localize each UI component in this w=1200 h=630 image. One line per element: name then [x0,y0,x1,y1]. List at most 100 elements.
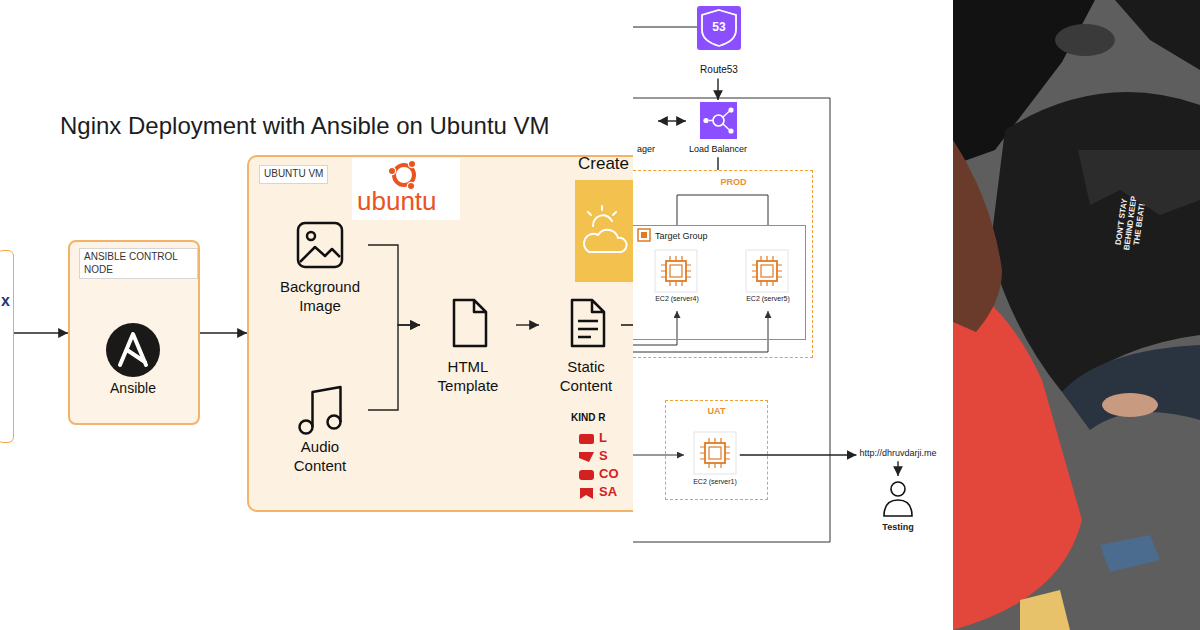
crowd-photo [1100,535,1160,572]
load-balancer-icon [700,102,737,139]
connector-arrow [200,332,247,333]
service-node: Load Balancer [686,100,750,157]
list-icon [580,488,593,499]
ec2-icon [761,265,773,277]
node-label: Testing [882,522,913,533]
crowd-photo [1102,393,1158,417]
route53-icon [702,10,736,46]
service-node: ager [634,113,658,157]
image-icon [300,247,340,262]
list-icon [579,470,594,480]
server-node: EC2 (server5) [743,250,793,306]
crowd-photo [1115,0,1200,70]
crowd-photo [953,140,1002,332]
ansible-logo [106,323,160,377]
node-label: Audio Content [275,438,365,476]
list-item: S [599,449,608,463]
ec2-icon [666,261,686,281]
load-balancer-icon [700,102,737,139]
image-icon [298,223,342,267]
caption-text: Create [578,155,629,174]
panel-fill [247,155,647,512]
panel-fill [68,240,200,425]
connector-arrow [740,454,857,455]
url-text: http://dhruvdarji.me [856,448,939,461]
ec2-icon [694,432,736,474]
image-icon [298,223,342,267]
crowd-photo [953,0,1200,630]
ec2-icon [655,250,697,292]
list-icon [579,434,594,444]
node-label: UBUNTU VM [259,165,328,184]
document-icon [572,300,604,346]
node-label: EC2 (server4) [655,295,699,304]
ec2-icon [705,443,725,463]
environment-box: UATEC2 (server1) [665,400,768,500]
connector-arrow [717,79,718,101]
split-line [677,195,768,225]
target-group-icon [641,232,647,238]
ansible-logo [106,323,160,377]
crowd-photo [953,0,1200,630]
target-group-icon [638,229,650,241]
ec2-icon [709,447,721,459]
file-icon [454,300,486,346]
node-label: http://dhruvdarji.me [859,448,936,459]
environment-box: PRODTarget GroupEC2 (server4)EC2 (server… [633,170,813,358]
image-icon [307,232,315,240]
ubuntu-logo [352,158,460,220]
diagram-title: Nginx Deployment with Ansible on Ubuntu … [60,112,550,141]
list-icon [579,434,594,499]
flow-line [621,324,633,326]
process-box: x [0,250,14,443]
weather-tile [575,180,635,282]
target-group-icon [638,229,650,241]
weather-tile [575,180,635,282]
server-node: EC2 (server1) [690,432,740,489]
connector-arrow [368,325,420,410]
shirt-print: DON'T STAY BEHIND KEEP THE BEAT! [1113,189,1148,258]
ec2-icon [746,250,788,292]
wire-line [633,27,697,28]
ec2-icon [694,432,736,474]
file-node: Static Content [539,298,633,398]
server-node: EC2 (server4) [652,250,702,306]
node-label: ager [637,144,655,155]
list-icon [579,452,594,462]
node-label: Load Balancer [689,144,747,155]
connector-arrow [14,332,68,333]
node-label: ANSIBLE CONTROL NODE [79,248,198,279]
crowd-photo [953,280,1082,630]
ec2-icon [752,256,782,286]
connector-arrow [717,157,718,170]
crowd-photo [1055,24,1115,56]
ec2-icon [700,438,730,468]
connector-arrow [658,120,686,121]
document-icon [578,321,598,337]
node-label: Static Content [542,358,630,396]
connector-arrow [368,245,420,325]
ubuntu-logo [408,160,415,167]
icon-number: 53 [708,21,730,34]
file-node: HTML Template [420,298,516,398]
ec2-icon [670,265,682,277]
group-box: ANSIBLE CONTROL NODEAnsible [68,240,200,425]
list-item: CO [599,467,619,481]
user-icon [884,482,912,516]
flow-arrow [633,311,768,352]
route53-icon [697,6,741,50]
route53-icon [697,6,741,50]
connector-arrow [897,461,898,476]
user-icon [884,500,912,516]
load-balancer-icon [709,112,729,130]
logo-text: ubuntu [357,187,437,216]
user-node: Testing [879,476,916,535]
node-label: x [0,251,13,311]
audio-icon [300,421,313,434]
connector-arrow [516,324,539,325]
node-label: EC2 (server5) [746,295,790,304]
group-box: UBUNTU VMBackground ImageAudio ContentHT… [247,155,633,512]
